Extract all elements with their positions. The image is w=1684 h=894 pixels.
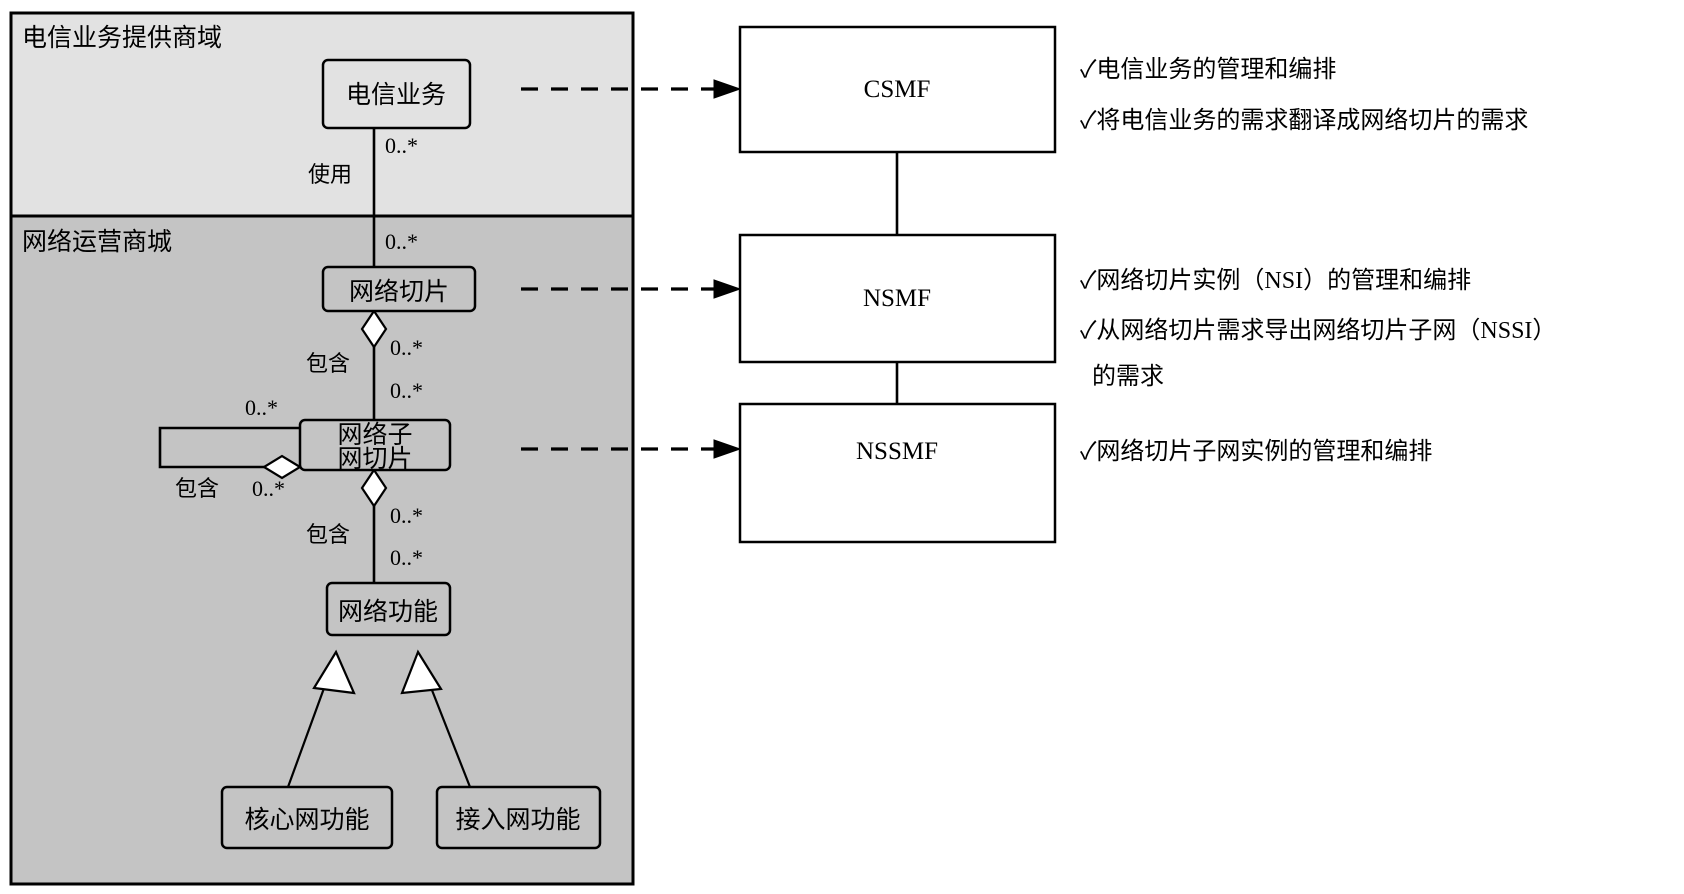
class-box-core-network-function[interactable] (220, 785, 394, 850)
note-nsmf-line-3: 的需求 (1080, 363, 1164, 390)
class-label-telecom-service: 电信业务 (346, 81, 446, 109)
multiplicity-service-slice-top: 0..* (385, 133, 418, 158)
domain-label-network-operator: 网络运营商城 (22, 228, 172, 256)
composition-diamond-subnet-nf (360, 468, 388, 508)
class-box-telecom-service[interactable] (321, 58, 472, 130)
multiplicity-subnet-self-top: 0..* (245, 395, 278, 420)
role-label-use: 使用 (308, 162, 352, 187)
class-label-access-network-function: 接入网功能 (455, 806, 580, 834)
note-nssmf-line-1: ✓网络切片子网实例的管理和编排 (1080, 438, 1432, 465)
class-label-network-subnet-slice-line1: 网络子 (337, 421, 412, 449)
multiplicity-subnet-nf-bottom: 0..* (390, 545, 423, 570)
domain-label-service-provider: 电信业务提供商域 (22, 24, 222, 52)
mgmt-box-csmf[interactable] (738, 25, 1057, 154)
note-csmf-line-1: ✓电信业务的管理和编排 (1080, 56, 1336, 83)
role-label-contains-subnet-nf: 包含 (306, 522, 350, 547)
class-box-network-slice[interactable] (321, 265, 477, 313)
generalization-arrow-core-nf (312, 649, 356, 695)
class-box-access-network-function[interactable] (435, 785, 602, 850)
mgmt-box-nssmf[interactable] (738, 402, 1057, 544)
multiplicity-slice-subnet-bottom: 0..* (390, 378, 423, 403)
role-label-contains-slice-subnet: 包含 (306, 351, 350, 376)
composition-diamond-subnet-self (261, 454, 303, 480)
mgmt-label-nssmf: NSSMF (856, 438, 938, 465)
note-csmf-line-2: ✓将电信业务的需求翻译成网络切片的需求 (1080, 107, 1528, 134)
arrowhead-subnet-to-nssmf (713, 439, 742, 459)
note-nsmf-line-1: ✓网络切片实例（NSI）的管理和编排 (1080, 267, 1471, 294)
arrowhead-service-to-csmf (713, 79, 742, 99)
class-label-network-function: 网络功能 (338, 598, 438, 626)
domain-region-network-operator (11, 216, 633, 884)
class-box-network-function[interactable] (325, 581, 452, 637)
multiplicity-subnet-nf-top: 0..* (390, 503, 423, 528)
composition-diamond-slice (360, 309, 388, 349)
mgmt-label-nsmf: NSMF (863, 285, 931, 312)
link-core-nf-generalization (286, 679, 329, 788)
mgmt-label-csmf: CSMF (864, 76, 931, 103)
domain-frame (9, 11, 635, 886)
multiplicity-slice-subnet-top: 0..* (390, 335, 423, 360)
link-access-nf-generalization (426, 679, 472, 788)
class-label-core-network-function: 核心网功能 (244, 806, 369, 834)
class-label-network-subnet-slice-line2: 网切片 (337, 445, 412, 473)
class-box-network-subnet-slice[interactable] (298, 418, 452, 472)
generalization-arrow-access-nf (400, 649, 443, 695)
multiplicity-service-slice-bottom: 0..* (385, 229, 418, 254)
multiplicity-subnet-self-bottom: 0..* (252, 476, 285, 501)
mgmt-box-nsmf[interactable] (738, 233, 1057, 364)
note-nsmf-line-2: ✓从网络切片需求导出网络切片子网（NSSI） (1080, 317, 1556, 344)
link-subnet-self-association (158, 426, 300, 469)
class-label-network-slice: 网络切片 (349, 278, 449, 306)
role-label-contains-subnet-self: 包含 (175, 476, 219, 501)
arrowhead-slice-to-nsmf (713, 279, 742, 299)
